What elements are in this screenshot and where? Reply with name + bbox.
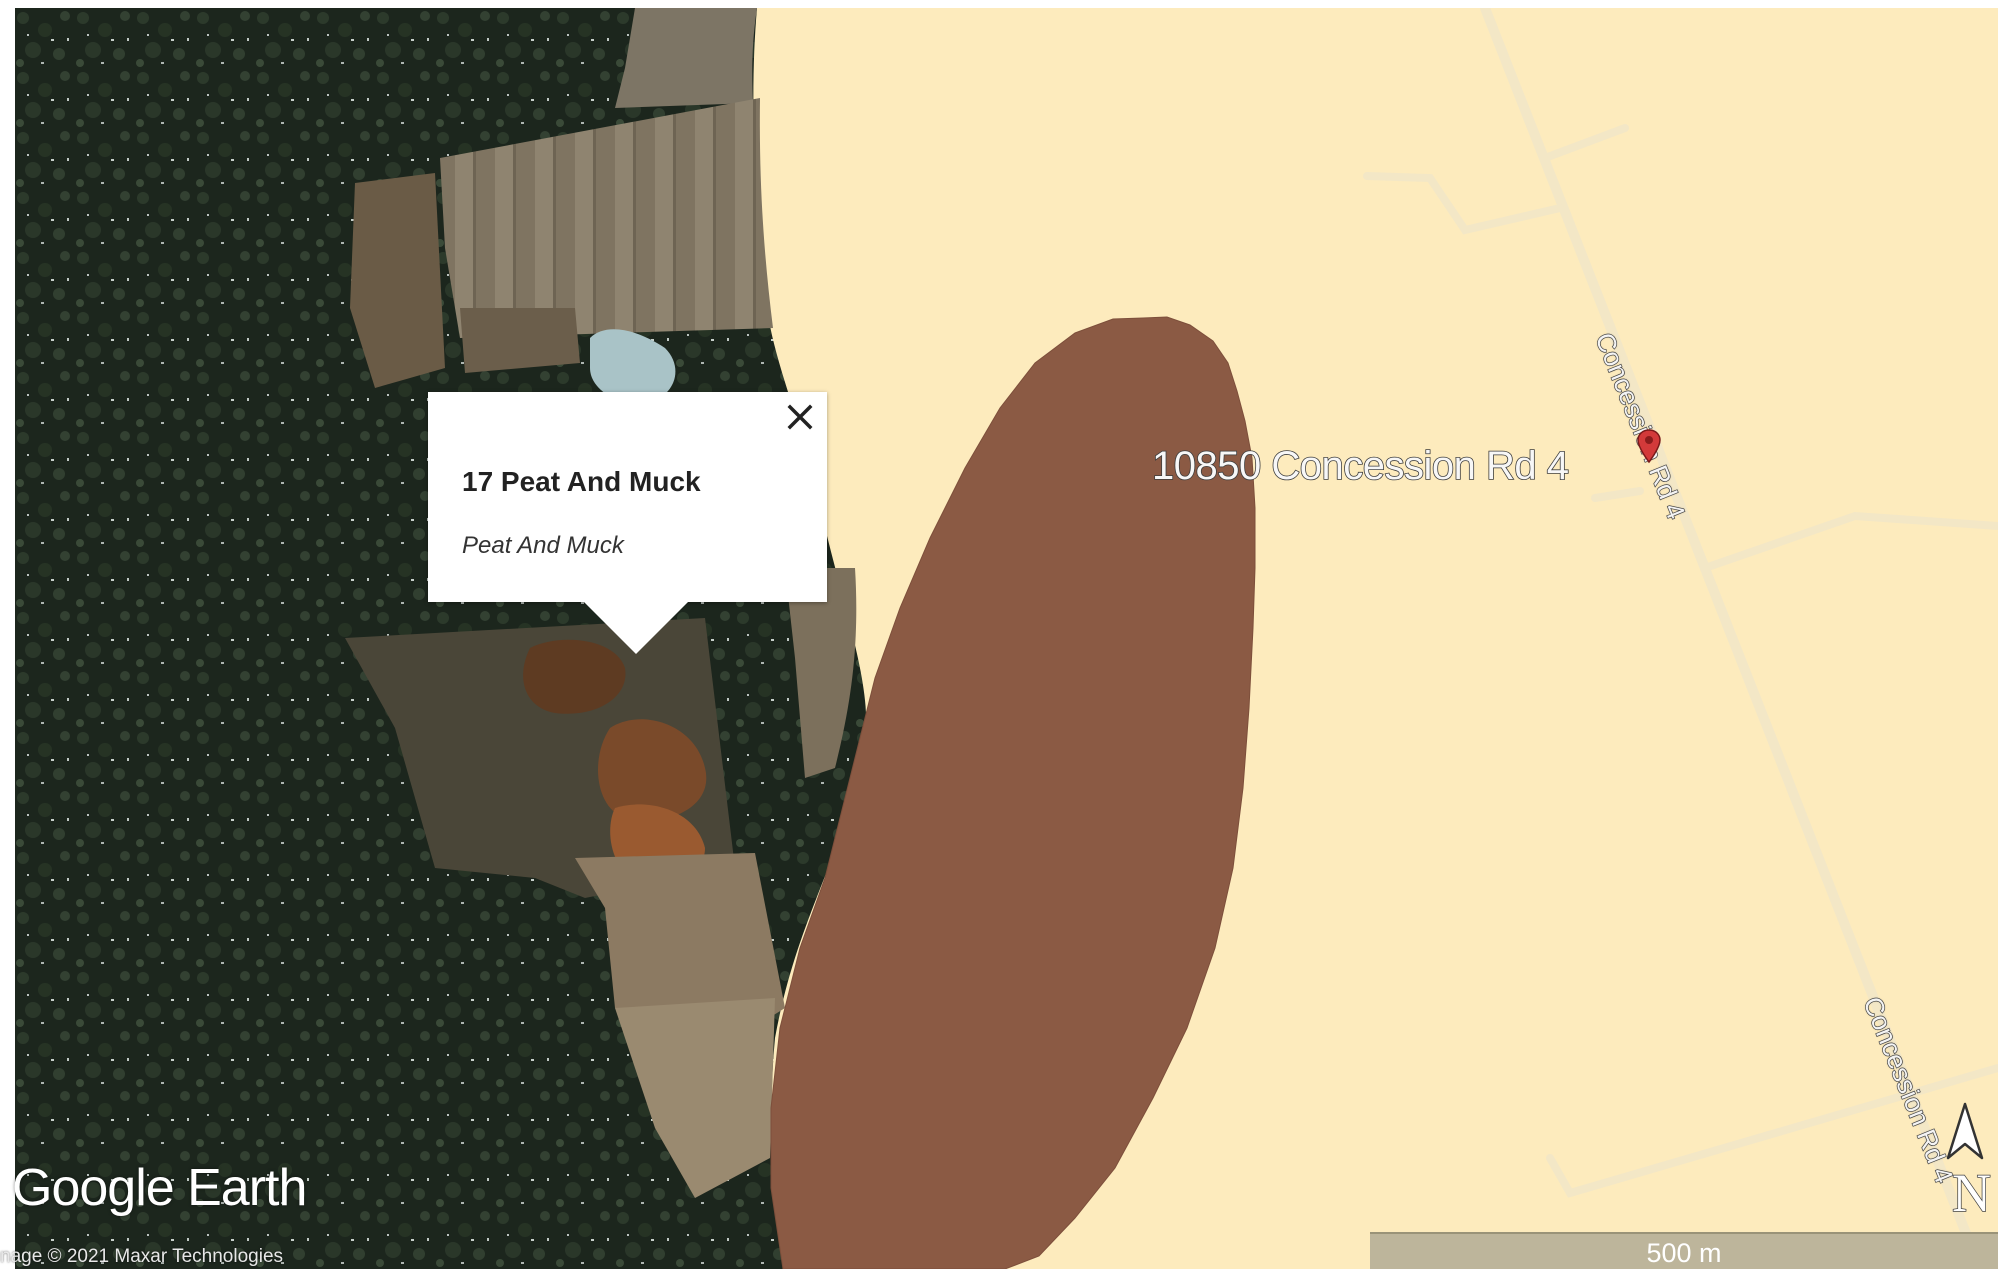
- popup-subtitle: Peat And Muck: [462, 532, 624, 559]
- peat-polygon[interactable]: [770, 316, 1256, 1269]
- close-icon[interactable]: [783, 400, 817, 434]
- map-pin-icon[interactable]: [1635, 428, 1663, 464]
- scale-label: 500 m: [1646, 1238, 1722, 1268]
- popup-pointer: [583, 601, 689, 654]
- popup-title: 17 Peat And Muck: [462, 466, 701, 497]
- info-popup: 17 Peat And Muck Peat And Muck: [428, 392, 827, 602]
- google-earth-logo: Google Earth: [12, 1159, 307, 1217]
- address-label[interactable]: 10850 Concession Rd 4: [1151, 443, 1570, 489]
- imagery-attribution: nage © 2021 Maxar Technologies: [0, 1246, 284, 1267]
- north-label: N: [1951, 1162, 1992, 1224]
- satellite-imagery: [15, 8, 867, 1269]
- map-viewport[interactable]: Concession Rd 4 Concession Rd 4: [15, 8, 1998, 1269]
- north-arrow-icon[interactable]: [1940, 1100, 1990, 1220]
- map-canvas[interactable]: [15, 8, 1998, 1269]
- basemap-roads: [1363, 8, 1998, 1269]
- scale-bar: 500 m: [1370, 1232, 1998, 1269]
